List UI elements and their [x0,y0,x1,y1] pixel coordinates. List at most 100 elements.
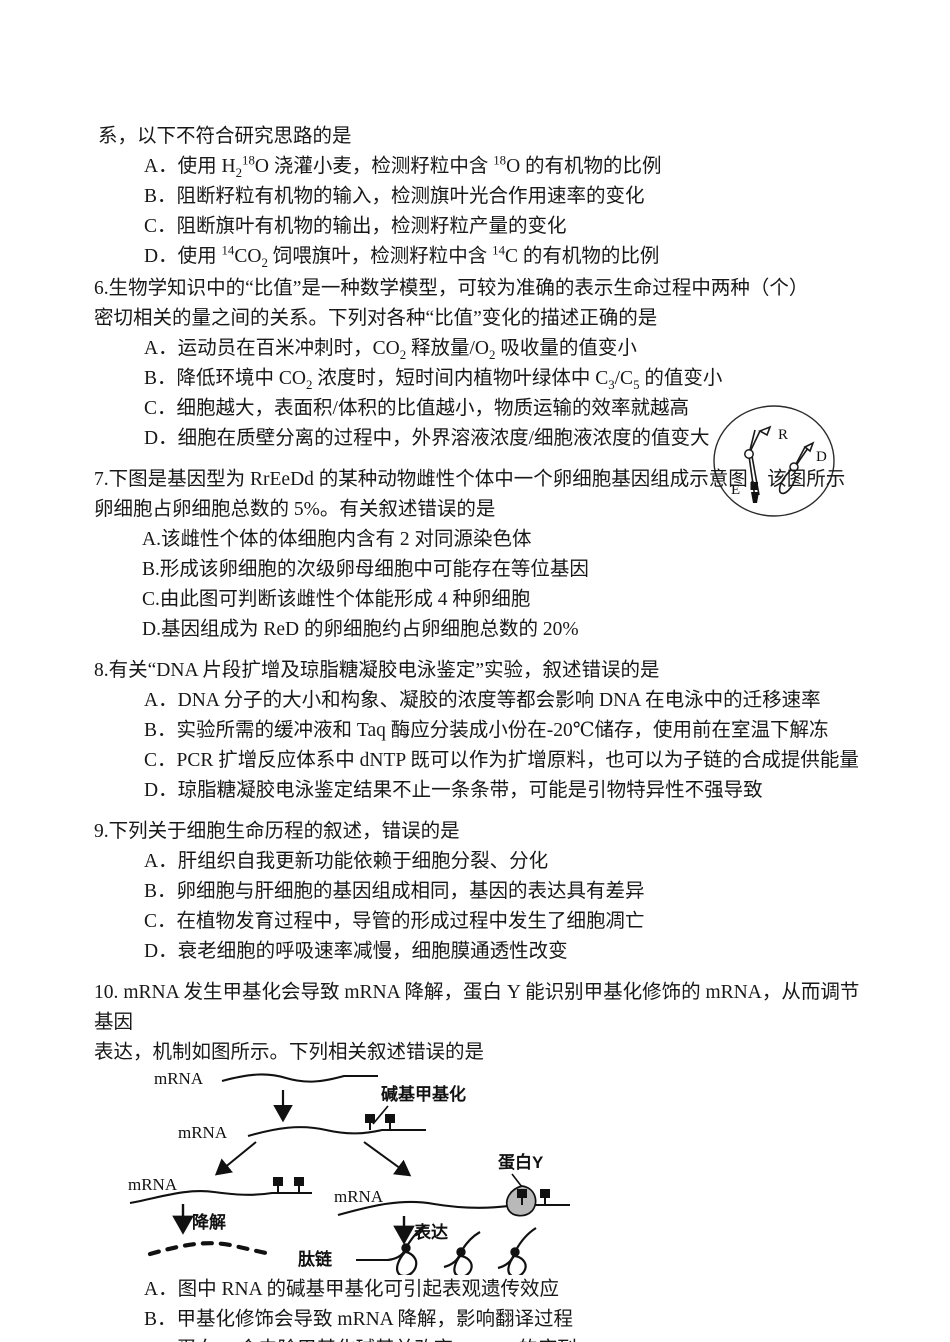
option-label: A [144,851,159,872]
methyl-mark [517,1189,527,1205]
option-row: C．PCR 扩增反应体系中 dNTP 既可以作为扩增原料，也可以为子链的合成提供… [144,750,859,771]
mrna-second-label: mRNA [178,1123,228,1142]
option-label: D [144,780,159,801]
option-row: A．运动员在百米冲刺时，CO2 释放量/O2 吸收量的值变小 [144,338,637,362]
q7-options: A.该雌性个体的体细胞内含有 2 对同源染色体 B.形成该卵细胞的次级卵母细胞中… [98,525,868,645]
option-text: 阻断籽粒有机物的输入，检测旗叶光合作用速率的变化 [176,186,645,207]
option-text: 使用 H218O 浇灌小麦，检测籽粒中含 18O 的有机物的比例 [177,153,662,180]
gene-label-D: D [816,449,827,465]
option-row: A．使用 H218O 浇灌小麦，检测籽粒中含 18O 的有机物的比例 [144,153,662,180]
option-row: B．卵细胞与肝细胞的基因组成相同，基因的表达具有差异 [144,881,645,902]
question-q6: 6.生物学知识中的“比值”是一种数学模型，可较为准确的表示生命过程中两种（个） … [94,274,868,454]
gene-label-R: R [778,427,788,443]
option-row: B．阻断籽粒有机物的输入，检测旗叶光合作用速率的变化 [144,186,645,207]
option-label: D [144,246,159,267]
q8-number: 8. [94,660,109,681]
question-list: 系，以下不符合研究思路的是 A．使用 H218O 浇灌小麦，检测籽粒中含 18O… [94,122,868,1342]
q8-options: A．DNA 分子的大小和构象、凝胶的浓度等都会影响 DNA 在电泳中的迁移速率 … [98,686,868,806]
q7-stem-line2: 卵细胞占卵细胞总数的 5%。有关叙述错误的是 [94,499,496,520]
methyl-mark [273,1177,283,1193]
question-q8: 8.有关“DNA 片段扩增及琼脂糖凝胶电泳鉴定”实验，叙述错误的是 A．DNA … [94,656,868,806]
peptide-chain [387,1224,427,1275]
q10-options: A．图中 RNA 的碱基甲基化可引起表观遗传效应 B．甲基化修饰会导致 mRNA… [98,1275,868,1342]
gene-label-E: E [731,482,740,498]
option-text: 基因组成为 ReD 的卵细胞约占卵细胞总数的 20% [160,619,579,640]
question-q10: 10.mRNA 发生甲基化会导致 mRNA 降解，蛋白 Y 能识别甲基化修饰的 … [94,978,868,1342]
q10-stem-line2: 表达，机制如图所示。下列相关叙述错误的是 [94,1042,485,1063]
egg-cell-chromosome-figure: R D E [692,402,857,520]
q10-number: 10. [94,982,119,1003]
q9-stem-line1: 9.下列关于细胞生命历程的叙述，错误的是 [94,821,460,842]
option-row: B．甲基化修饰会导致 mRNA 降解，影响翻译过程 [144,1309,574,1330]
option-text: 图中 RNA 的碱基甲基化可引起表观遗传效应 [177,1279,559,1300]
mrna-top-label: mRNA [154,1070,204,1088]
option-text: 使用 14CO2 饲喂旗叶，检测籽粒中含 14C 的有机物的比例 [177,243,660,270]
option-text: 运动员在百米冲刺时，CO2 释放量/O2 吸收量的值变小 [177,338,637,362]
peptide-chain [497,1227,537,1275]
q5-stem-continuation: 系，以下不符合研究思路的是 [98,126,352,147]
question-q9: 9.下列关于细胞生命历程的叙述，错误的是 A．肝组织自我更新功能依赖于细胞分裂、… [94,817,868,967]
option-text: PCR 扩增反应体系中 dNTP 既可以作为扩增原料，也可以为子链的合成提供能量 [176,750,859,771]
option-label: A [144,338,159,359]
mrna-left-label: mRNA [128,1175,178,1194]
option-label: A [142,529,157,550]
option-label: B [144,1309,158,1330]
option-text: 卵细胞与肝细胞的基因组成相同，基因的表达具有差异 [176,881,645,902]
methylation-label: 碱基甲基化 [381,1084,466,1104]
option-text: 降低环境中 CO2 浓度时，短时间内植物叶绿体中 C3/C5 的值变小 [176,368,723,392]
option-row: D．使用 14CO2 饲喂旗叶，检测籽粒中含 14C 的有机物的比例 [144,243,660,270]
q6-stem-line1: 6.生物学知识中的“比值”是一种数学模型，可较为准确的表示生命过程中两种（个） [94,278,809,299]
option-label: A [144,1279,159,1300]
option-label: D [144,428,159,449]
option-text: 细胞越大，表面积/体积的比值越小，物质运输的效率就越高 [176,398,689,419]
q6-stem-line2: 密切相关的量之间的关系。下列对各种“比值”变化的描述正确的是 [94,308,658,329]
option-text: 在植物发育过程中，导管的形成过程中发生了细胞凋亡 [176,911,645,932]
option-row: D．细胞在质壁分离的过程中，外界溶液浓度/细胞液浓度的值变大 [144,428,710,449]
option-text: 琼脂糖凝胶电泳鉴定结果不止一条条带，可能是引物特异性不强导致 [177,780,763,801]
peptide-label: 肽链 [298,1249,333,1269]
option-row: C．在植物发育过程中，导管的形成过程中发生了细胞凋亡 [144,911,645,932]
option-row: B．实验所需的缓冲液和 Taq 酶应分装成小份在-20℃储存，使用前在室温下解冻 [144,720,829,741]
question-q7: 7.下图是基因型为 RrEeDd 的某种动物雌性个体中一个卵细胞基因组成示意图，… [94,465,868,645]
option-text: 肝组织自我更新功能依赖于细胞分裂、分化 [177,851,549,872]
option-row: A.该雌性个体的体细胞内含有 2 对同源染色体 [142,529,532,550]
option-row: D．琼脂糖凝胶电泳鉴定结果不止一条条带，可能是引物特异性不强导致 [144,780,763,801]
option-text: DNA 分子的大小和构象、凝胶的浓度等都会影响 DNA 在电泳中的迁移速率 [177,690,821,711]
option-label: A [144,690,159,711]
option-row: B．降低环境中 CO2 浓度时，短时间内植物叶绿体中 C3/C5 的值变小 [144,368,723,392]
q8-stem-line1: 8.有关“DNA 片段扩增及琼脂糖凝胶电泳鉴定”实验，叙述错误的是 [94,660,660,681]
option-row: D.基因组成为 ReD 的卵细胞约占卵细胞总数的 20% [142,619,579,640]
option-label: B [144,881,158,902]
option-text: 该雌性个体的体细胞内含有 2 对同源染色体 [160,529,532,550]
mrna-methylation-pathway-figure: mRNA 碱基甲基化 mRNA [126,1070,686,1275]
option-label: C [144,398,158,419]
methyl-mark [294,1177,304,1193]
q9-number: 9. [94,821,109,842]
option-row: C.由此图可判断该雌性个体能形成 4 种卵细胞 [142,589,531,610]
option-label: A [144,156,159,177]
option-label: C [144,216,158,237]
option-row: A．DNA 分子的大小和构象、凝胶的浓度等都会影响 DNA 在电泳中的迁移速率 [144,690,821,711]
degrade-label: 降解 [192,1212,226,1232]
option-row: C．蛋白 Y 会去除甲基化碱基并改变 mRNA 的序列 [98,1335,868,1342]
q5-options: A．使用 H218O 浇灌小麦，检测籽粒中含 18O 的有机物的比例 B．阻断籽… [98,152,868,272]
q10-stem-line1: 10.mRNA 发生甲基化会导致 mRNA 降解，蛋白 Y 能识别甲基化修饰的 … [94,982,860,1033]
option-row: D．衰老细胞的呼吸速率减慢，细胞膜通透性改变 [144,941,568,962]
option-row: C．细胞越大，表面积/体积的比值越小，物质运输的效率就越高 [144,398,689,419]
option-text: 甲基化修饰会导致 mRNA 降解，影响翻译过程 [176,1309,574,1330]
q9-options: A．肝组织自我更新功能依赖于细胞分裂、分化 B．卵细胞与肝细胞的基因组成相同，基… [98,847,868,967]
option-text: 由此图可判断该雌性个体能形成 4 种卵细胞 [159,589,531,610]
option-label: C [144,750,158,771]
q7-stem-line1: 7.下图是基因型为 RrEeDd 的某种动物雌性个体中一个卵细胞基因组成示意图，… [94,469,846,490]
option-label: D [144,941,159,962]
option-text: 实验所需的缓冲液和 Taq 酶应分装成小份在-20℃储存，使用前在室温下解冻 [176,720,829,741]
peptide-chain [443,1231,481,1275]
q7-number: 7. [94,469,109,490]
option-label: B [142,559,156,580]
q6-options: A．运动员在百米冲刺时，CO2 释放量/O2 吸收量的值变小 B．降低环境中 C… [98,334,868,454]
option-row: A．图中 RNA 的碱基甲基化可引起表观遗传效应 [144,1279,559,1300]
option-row: A．肝组织自我更新功能依赖于细胞分裂、分化 [144,851,549,872]
option-row: C．阻断旗叶有机物的输出，检测籽粒产量的变化 [144,216,567,237]
option-text: 衰老细胞的呼吸速率减慢，细胞膜通透性改变 [177,941,568,962]
